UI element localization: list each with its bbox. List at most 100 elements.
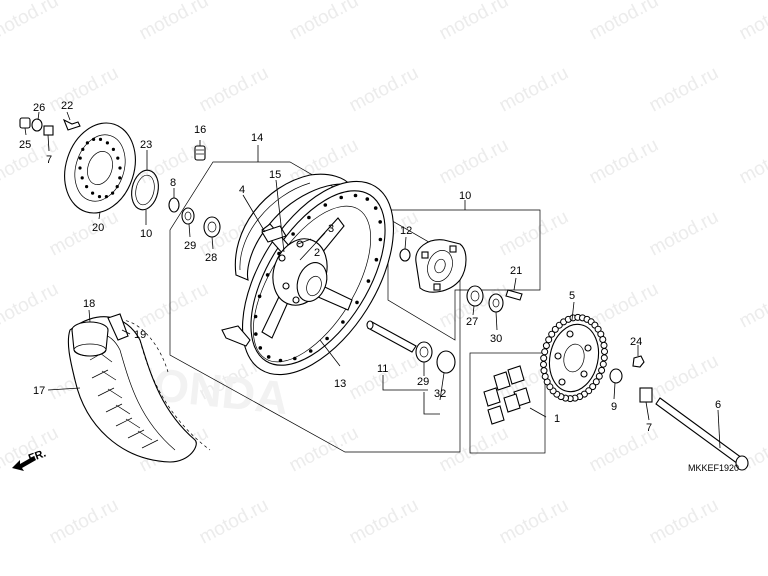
callout-8: 9 [611,401,617,413]
front-direction-indicator: FR. [12,447,48,471]
disc-hole [85,141,89,145]
rim-hole [266,355,271,359]
disc-hole [105,141,109,145]
callout-20: 19 [134,329,146,341]
sprocket-tooth [601,348,608,355]
watermark-text: motod.ru [346,351,422,405]
rim-band [71,321,109,357]
sprocket-tooth [600,341,608,349]
callout-27: 26 [33,102,45,114]
disc-hole [97,195,102,199]
final-driven-flange [399,239,467,293]
watermark-text: motod.ru [346,63,422,117]
disc-hole [81,147,85,151]
rim-hole [323,203,328,207]
rim-hole [373,206,378,210]
callout-29-left: 28 [205,252,217,264]
callout-28: 27 [466,316,478,328]
sprocket-tooth [598,366,606,374]
callout-18: 17 [33,385,45,397]
hub-group-box [387,209,541,341]
callout-23: 22 [61,100,73,112]
disc-hole [118,166,122,170]
rim-hole [265,273,270,277]
disc-hardware [19,117,81,136]
axle-washer [609,368,623,384]
watermark-text: motod.ru [136,279,212,333]
sprocket-tooth [551,325,559,333]
watermark-text: motod.ru [0,279,62,333]
callout-7-right: 7 [646,422,652,434]
disc-hole [85,185,89,189]
rim-hole [307,215,311,220]
side-collar [181,207,195,225]
sprocket-nut [632,355,645,368]
callout-11: 10 [459,190,471,202]
sprocket-stud [505,289,523,301]
damper-group-box [469,352,546,454]
watermark-text: motod.ru [736,135,768,189]
disc-hole [91,191,95,195]
rim-hole [325,336,329,341]
watermark-text: motod.ru [646,351,722,405]
watermark-text: motod.ru [496,207,572,261]
disc-hole [116,156,120,160]
adjuster-plate [639,387,653,403]
watermark-text: motod.ru [736,279,768,333]
watermark-text: motod.ru [436,0,512,44]
sprocket-tooth [545,336,553,344]
watermark-text: motod.ru [586,0,662,44]
sprocket-tooth [540,354,548,362]
rim-hole [257,294,262,299]
rim-spoke-holes [253,193,383,363]
callout-15: 14 [251,132,263,144]
sprocket-tooth [589,383,597,391]
callout-25: 24 [630,336,642,348]
callout-12: 11 [377,363,388,375]
rim-hole [374,257,379,262]
rim-hole [366,279,371,283]
disc-hole [111,191,115,195]
callout-31: 29 [184,240,196,252]
disc-hole [111,147,115,151]
diagram-code: MKKEF1920 [688,463,739,473]
rim-strip [107,313,129,341]
watermark-text: motod.ru [346,495,422,549]
bearing-right [415,341,433,363]
watermark-text: motod.ru [436,423,512,477]
sprocket-tooth [542,342,550,350]
disc-hole [78,166,82,170]
callout-13: 12 [400,225,412,237]
rim-hole [308,349,313,353]
rim-hole [254,332,258,336]
watermark-text: motod.ru [736,0,768,44]
disc-hole [92,137,96,141]
callout-22: 21 [510,265,522,277]
sprocket-tooth [540,361,547,368]
rim-hole [291,232,295,236]
rim-hole [341,320,345,324]
callout-24: 23 [140,139,152,151]
front-arrow-icon [12,456,36,471]
disc-holes [78,137,122,199]
sprocket-tooth [540,367,548,375]
sprocket-tooth [541,373,549,380]
callout-29-right: 29 [417,376,429,388]
callout-30: 30 [490,333,502,345]
rim-hole [378,220,383,224]
watermark-text: motod.ru [46,63,122,117]
callout-17: 16 [194,124,206,136]
disc-hole [78,156,82,160]
watermark-text: motod.ru [586,135,662,189]
callout-21: 20 [92,222,104,234]
disc-hole [80,176,84,180]
rim-hole [278,358,283,363]
disc-hole [98,137,103,141]
rim-hole [258,346,263,350]
callout-19: 18 [83,298,95,310]
callout-4: 4 [239,184,245,196]
dust-seal [168,197,180,213]
sprocket-tooth [599,360,607,368]
rear-axle [655,397,749,471]
